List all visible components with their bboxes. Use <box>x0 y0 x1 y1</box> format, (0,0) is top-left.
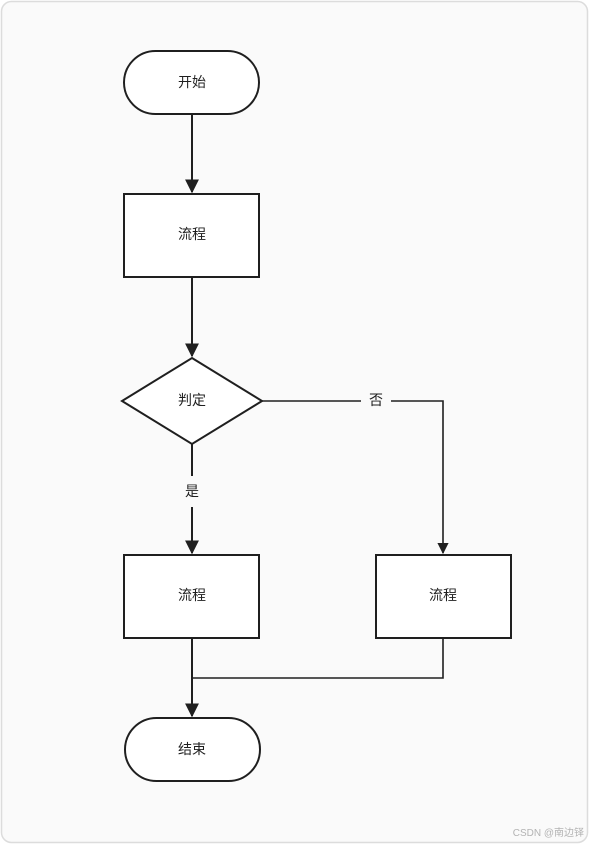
node-start[interactable]: 开始 <box>123 50 260 115</box>
edge-label-no: 否 <box>369 393 383 409</box>
decision-label: 判定 <box>178 393 206 409</box>
edge-label-yes: 是 <box>185 484 199 500</box>
decision-diamond-shape <box>120 356 264 446</box>
start-label: 开始 <box>178 75 206 91</box>
edge-decision-no-right <box>391 400 449 555</box>
process-1-label: 流程 <box>178 227 206 243</box>
process-1-shape <box>123 193 260 278</box>
edges <box>185 114 449 718</box>
process-yes-label: 流程 <box>178 588 206 604</box>
process-no-shape <box>375 554 512 639</box>
edge-process-no-to-end <box>193 638 444 679</box>
end-label: 结束 <box>178 742 206 758</box>
node-process-1[interactable]: 流程 <box>123 193 260 278</box>
node-decision[interactable]: 判定 <box>120 356 264 446</box>
node-process-no[interactable]: 流程 <box>375 554 512 639</box>
process-yes-shape <box>123 554 260 639</box>
start-terminal-shape <box>123 50 260 115</box>
watermark: CSDN @南边铎 <box>513 826 584 839</box>
node-process-yes[interactable]: 流程 <box>123 554 260 639</box>
process-no-label: 流程 <box>429 588 457 604</box>
node-end[interactable]: 结束 <box>124 717 261 782</box>
end-terminal-shape <box>124 717 261 782</box>
